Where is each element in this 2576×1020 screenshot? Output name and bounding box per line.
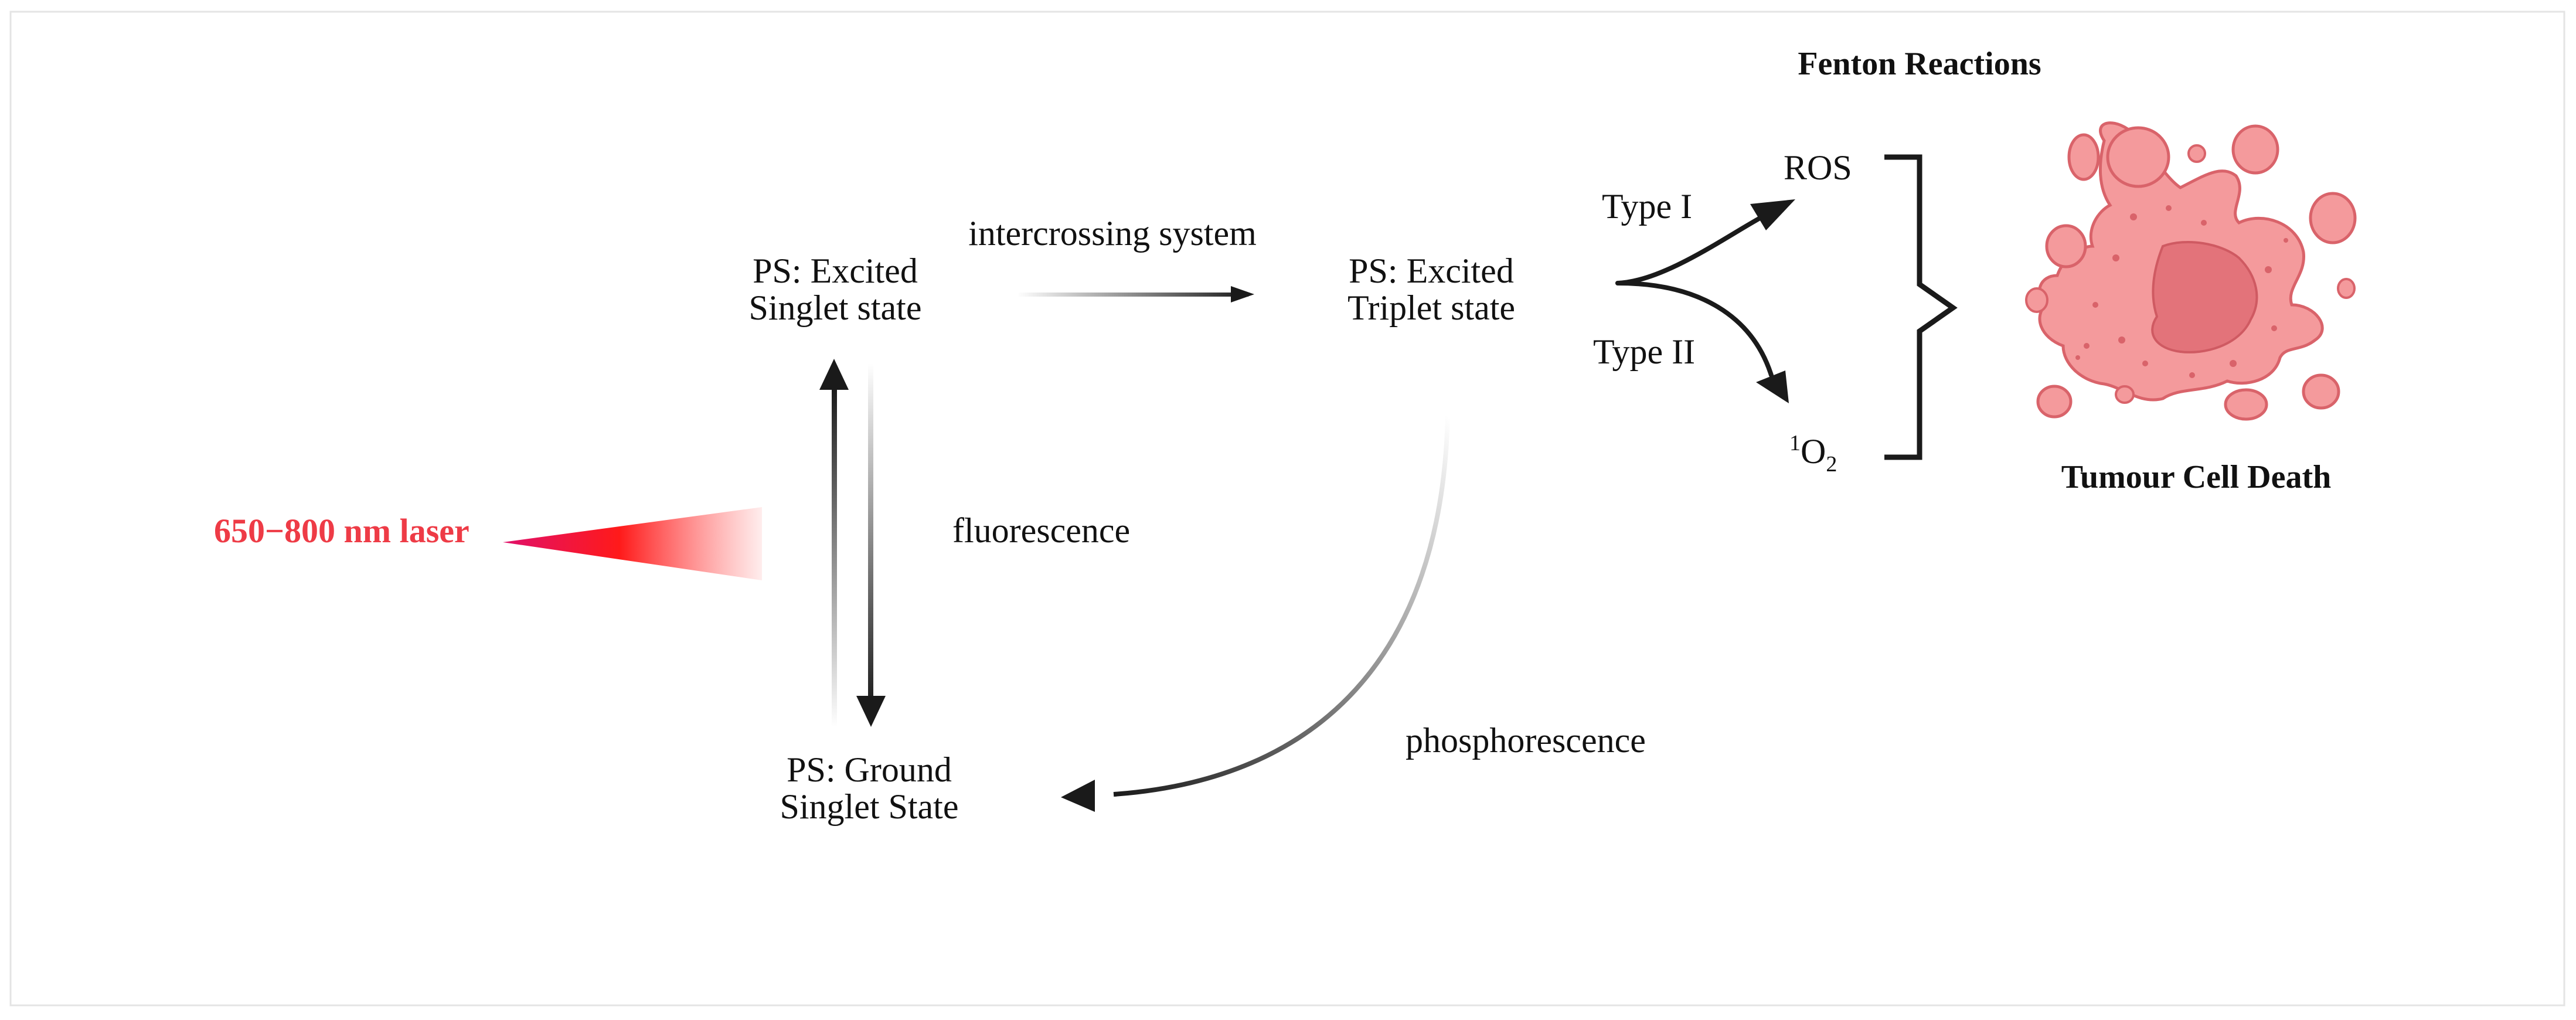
isc-label: intercrossing system (968, 214, 1257, 253)
excited-singlet-line2: Singlet state (749, 288, 922, 327)
fluorescence-label: fluorescence (952, 511, 1130, 550)
excited-singlet-state: PS: Excited Singlet state (749, 251, 922, 327)
singlet-oxygen-superscript: 1 (1789, 431, 1801, 455)
excitation-arrow (819, 359, 849, 727)
figure-border (9, 11, 2565, 1007)
fenton-reactions-label: Fenton Reactions (1798, 46, 2041, 82)
grouping-bracket (1884, 154, 1958, 460)
ros-label: ROS (1784, 148, 1852, 187)
excited-triplet-line2: Triplet state (1347, 288, 1515, 327)
type1-label: Type I (1602, 187, 1692, 226)
ground-singlet-line1: PS: Ground (787, 750, 952, 789)
ground-singlet-line2: Singlet State (780, 787, 959, 826)
excited-triplet-state: PS: Excited Triplet state (1347, 251, 1515, 327)
singlet-oxygen-label: 1O2 (1789, 431, 1837, 477)
phosphorescence-arrow (1061, 416, 1450, 812)
singlet-oxygen-subscript: 2 (1826, 452, 1837, 477)
fluorescence-arrow (856, 363, 886, 727)
tumour-cell-death-label: Tumour Cell Death (2061, 459, 2332, 495)
laser-label: 650−800 nm laser (214, 512, 469, 550)
type2-arrow (1615, 281, 1789, 403)
excited-singlet-line1: PS: Excited (753, 251, 918, 290)
laser-beam (503, 507, 762, 580)
phosphorescence-label: phosphorescence (1406, 721, 1646, 760)
ground-singlet-state: PS: Ground Singlet State (780, 750, 959, 826)
type1-arrow (1615, 199, 1795, 285)
excited-triplet-line1: PS: Excited (1349, 251, 1514, 290)
tumour-cell-icon (2025, 121, 2357, 421)
singlet-oxygen-base: O (1801, 432, 1826, 471)
type2-label: Type II (1593, 332, 1695, 371)
isc-arrow (1017, 286, 1254, 302)
